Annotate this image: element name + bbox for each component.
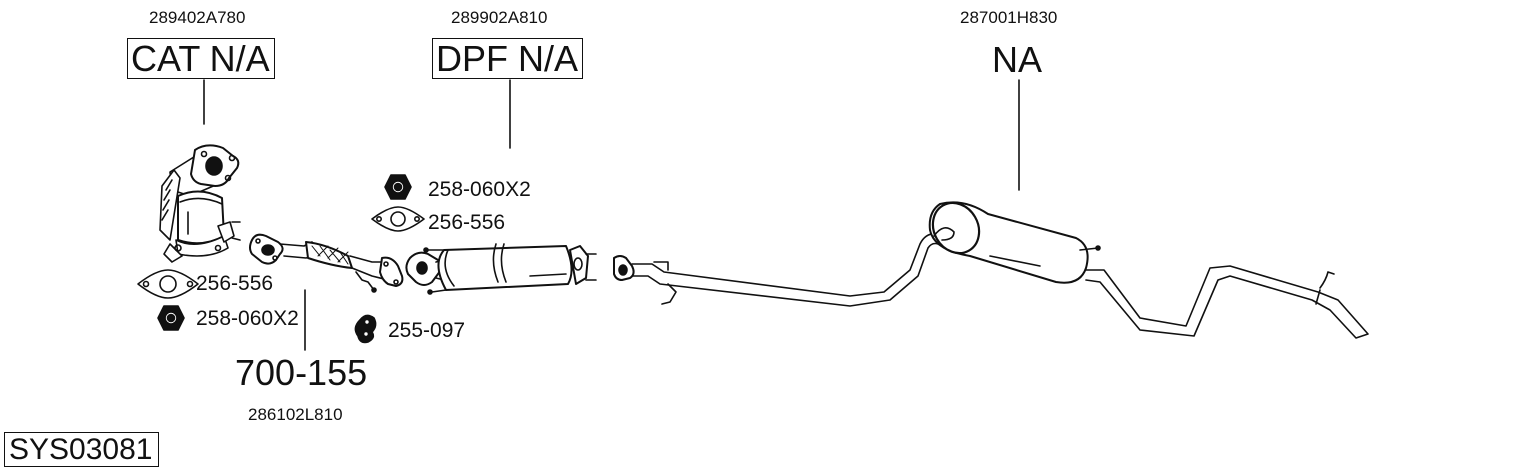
nut-right-part[interactable]: 258-060X2: [428, 178, 531, 201]
nut-left-part[interactable]: 258-060X2: [196, 307, 299, 330]
dpf-label[interactable]: DPF N/A: [432, 38, 584, 79]
hex-nut-icon: [157, 305, 185, 331]
dpf-oem-number: 289902A810: [451, 8, 548, 27]
front-pipe-oem-number: 286102L810: [248, 405, 343, 424]
catalytic-converter-icon: [159, 144, 241, 263]
gasket-icon: [137, 269, 199, 299]
dpf-icon: [405, 243, 597, 295]
hex-nut-icon: [384, 174, 412, 200]
gasket-right-part[interactable]: 256-556: [428, 211, 506, 234]
front-pipe-part-number[interactable]: 700-155: [235, 352, 368, 393]
front-flex-pipe-icon: [249, 233, 404, 293]
gasket-icon: [371, 206, 425, 232]
catalyst-label[interactable]: CAT N/A: [127, 38, 275, 79]
system-code: SYS03081: [4, 432, 160, 467]
rubber-hanger-icon: [354, 314, 377, 344]
middle-pipe-icon: [613, 232, 939, 307]
rubber-mount-part[interactable]: 255-097: [388, 319, 466, 342]
rear-muffler-icon: [928, 201, 1369, 339]
catalyst-oem-number: 289402A780: [149, 8, 246, 27]
muffler-label[interactable]: NA: [992, 39, 1043, 80]
gasket-left-part[interactable]: 256-556: [196, 272, 274, 295]
muffler-oem-number: 287001H830: [960, 8, 1058, 27]
